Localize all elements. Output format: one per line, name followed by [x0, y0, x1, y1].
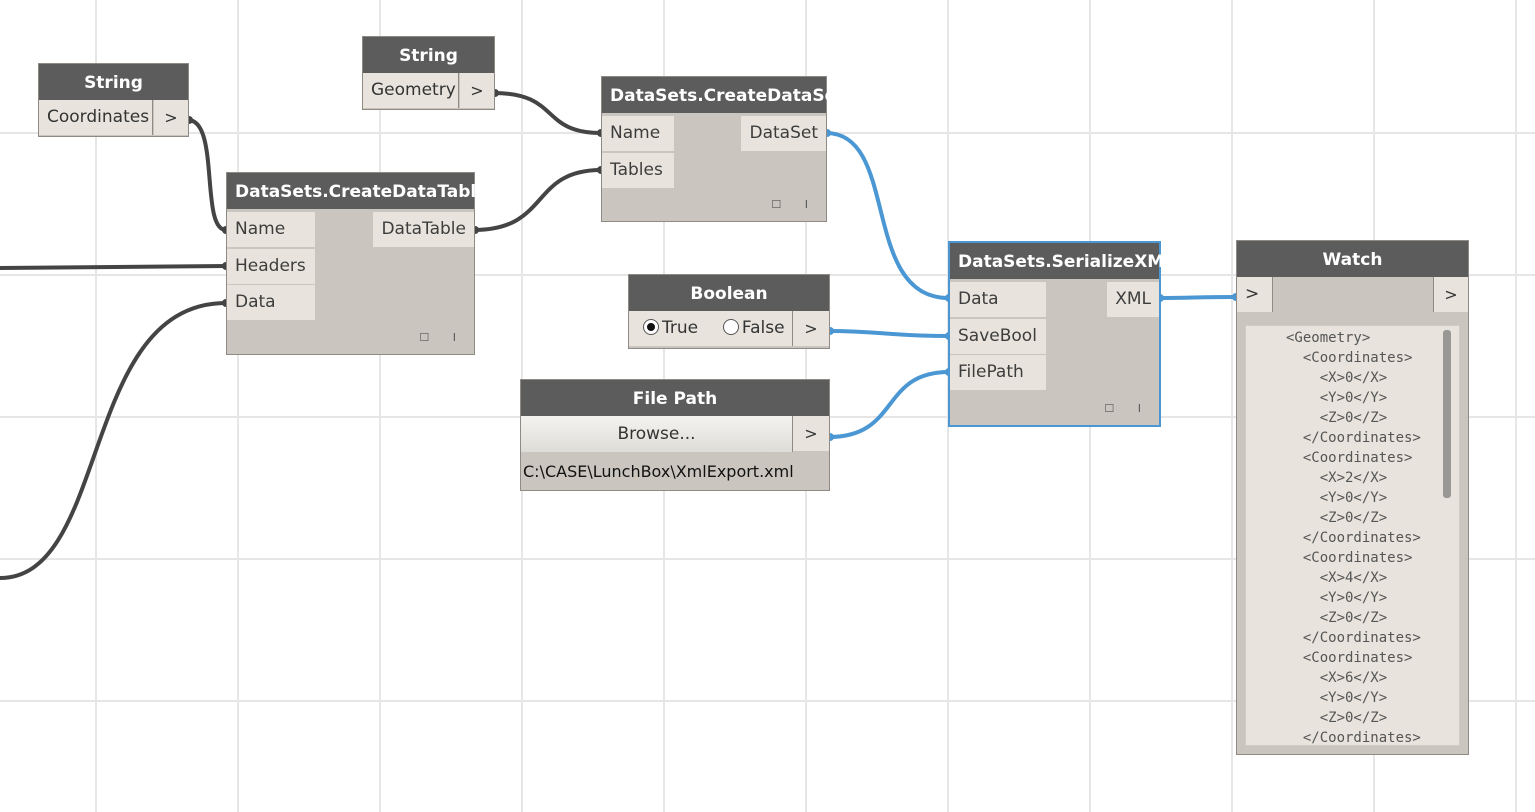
- watch-line: <X>0</X>: [1286, 370, 1388, 386]
- string-value-field[interactable]: Geometry: [363, 73, 459, 108]
- input-port-name[interactable]: Name: [602, 116, 674, 151]
- wire-offscreen-to-data[interactable]: [0, 301, 228, 580]
- node-footer-icons: ☐ I: [419, 331, 466, 344]
- output-port-dataset[interactable]: DataSet: [741, 116, 826, 151]
- watch-line: <Geometry>: [1286, 330, 1371, 346]
- wire-boolean-to-savebool[interactable]: [827, 329, 951, 338]
- string-node-geometry[interactable]: String Geometry >: [362, 36, 495, 110]
- watch-node[interactable]: Watch > > <Geometry> <Coordinates> <X>0<…: [1236, 240, 1469, 755]
- input-port-savebool[interactable]: SaveBool: [950, 319, 1046, 354]
- input-port-data[interactable]: Data: [227, 285, 315, 320]
- node-title[interactable]: DataSets.SerializeXML: [950, 243, 1175, 279]
- file-path-value: C:\CASE\LunchBox\XmlExport.xml: [523, 462, 794, 481]
- input-port-tables[interactable]: Tables: [602, 153, 674, 188]
- string-node-coordinates[interactable]: String Coordinates >: [38, 63, 189, 137]
- string-input-row: Coordinates >: [39, 100, 188, 136]
- watch-line: <Coordinates>: [1286, 450, 1413, 466]
- node-title[interactable]: Watch: [1237, 241, 1468, 277]
- radio-false[interactable]: [722, 319, 739, 335]
- create-data-set-node[interactable]: DataSets.CreateDataSet Name Tables DataS…: [601, 76, 844, 222]
- output-port-datatable[interactable]: DataTable: [373, 212, 474, 247]
- wire-dataset-to-data[interactable]: [824, 131, 951, 300]
- input-port-name[interactable]: Name: [227, 212, 315, 247]
- radio-true[interactable]: [643, 319, 659, 335]
- output-port[interactable]: >: [460, 73, 494, 108]
- radio-false-label[interactable]: False: [741, 318, 785, 338]
- wire-xml-to-watch[interactable]: [1157, 295, 1238, 300]
- watch-port-row: > >: [1237, 277, 1468, 313]
- file-path-input-row: Browse... >: [521, 416, 829, 452]
- wire-datatable-to-tables[interactable]: [472, 168, 603, 232]
- watch-line: <X>6</X>: [1286, 670, 1388, 686]
- output-port-xml[interactable]: XML: [1107, 282, 1159, 317]
- boolean-node[interactable]: Boolean True False >: [628, 274, 830, 349]
- watch-line: <Y>0</Y>: [1286, 390, 1388, 406]
- watch-line: <Z>0</Z>: [1286, 410, 1388, 426]
- node-title[interactable]: DataSets.CreateDataSet: [602, 77, 844, 113]
- serialize-xml-node[interactable]: DataSets.SerializeXML Data SaveBool File…: [948, 241, 1175, 427]
- watch-line: <Z>0</Z>: [1286, 510, 1388, 526]
- node-footer-icons: ☐ I: [1104, 402, 1151, 415]
- boolean-radio-group: True False: [629, 311, 793, 346]
- boolean-input-row: True False >: [629, 311, 829, 347]
- watch-line: <Coordinates>: [1286, 550, 1413, 566]
- input-port-data[interactable]: Data: [950, 282, 1046, 317]
- input-port[interactable]: >: [1237, 277, 1273, 312]
- watch-line: </Coordinates>: [1286, 530, 1421, 546]
- node-footer-icons: ☐ I: [771, 198, 818, 211]
- watch-line: </Coordinates>: [1286, 730, 1421, 746]
- output-port[interactable]: >: [793, 416, 829, 451]
- watch-line: <Y>0</Y>: [1286, 690, 1388, 706]
- output-port[interactable]: >: [154, 100, 188, 135]
- output-port[interactable]: >: [1433, 277, 1468, 312]
- watch-output-list[interactable]: <Geometry> <Coordinates> <X>0</X> <Y>0</…: [1245, 325, 1460, 746]
- string-value-field[interactable]: Coordinates: [39, 100, 153, 135]
- node-title[interactable]: DataSets.CreateDataTable: [227, 173, 488, 209]
- wire-geometry-to-name[interactable]: [492, 91, 603, 135]
- input-port-filepath[interactable]: FilePath: [950, 355, 1046, 390]
- radio-true-label[interactable]: True: [662, 318, 699, 338]
- watch-line: </Coordinates>: [1286, 630, 1421, 646]
- output-port[interactable]: >: [793, 311, 829, 346]
- watch-line: <X>4</X>: [1286, 570, 1388, 586]
- watch-scrollbar[interactable]: [1443, 330, 1451, 498]
- node-title[interactable]: String: [363, 37, 494, 73]
- string-input-row: Geometry >: [363, 73, 494, 109]
- browse-button[interactable]: Browse...: [521, 416, 793, 452]
- watch-line: <Y>0</Y>: [1286, 490, 1388, 506]
- watch-line: <Y>0</Y>: [1286, 590, 1388, 606]
- watch-line: <Z>0</Z>: [1286, 610, 1388, 626]
- wire-offscreen-to-headers[interactable]: [0, 264, 228, 270]
- watch-line: </Coordinates>: [1286, 430, 1421, 446]
- watch-line: <Z>0</Z>: [1286, 710, 1388, 726]
- create-data-table-node[interactable]: DataSets.CreateDataTable Name Headers Da…: [226, 172, 488, 355]
- wire-filepath-to-filepath[interactable]: [827, 370, 951, 439]
- watch-line: <X>2</X>: [1286, 470, 1388, 486]
- watch-line: <Coordinates>: [1286, 350, 1413, 366]
- node-title[interactable]: Boolean: [629, 275, 829, 311]
- node-title[interactable]: String: [39, 64, 188, 100]
- input-port-headers[interactable]: Headers: [227, 249, 315, 284]
- file-path-node[interactable]: File Path Browse... > C:\CASE\LunchBox\X…: [520, 379, 830, 491]
- watch-line: <Coordinates>: [1286, 650, 1413, 666]
- wire-coordinates-to-name[interactable]: [186, 118, 228, 232]
- node-title[interactable]: File Path: [521, 380, 829, 416]
- watch-lines: <Geometry> <Coordinates> <X>0</X> <Y>0</…: [1246, 326, 1459, 746]
